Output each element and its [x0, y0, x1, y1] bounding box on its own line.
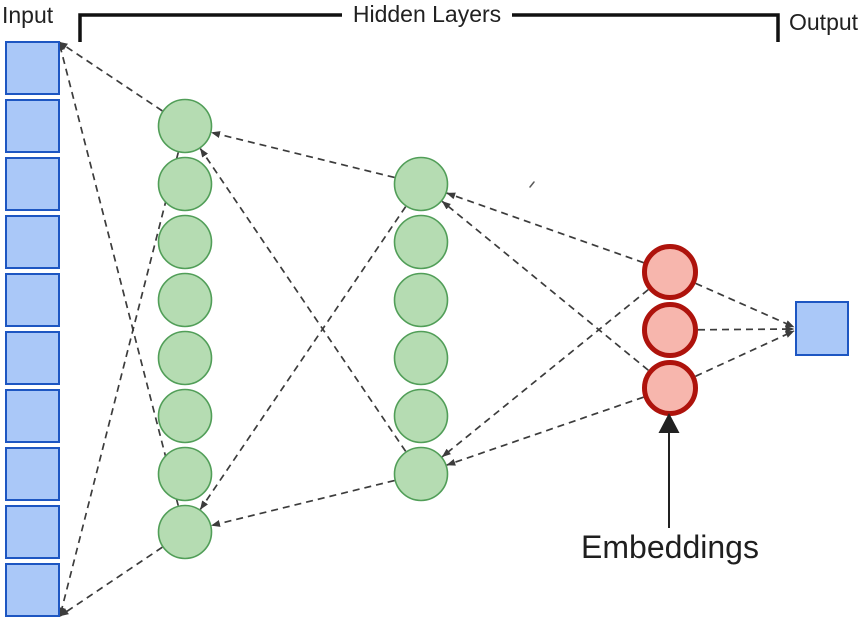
- input_squares-layer: [5, 41, 60, 617]
- embedding-node: [642, 360, 698, 416]
- input-label: Input: [2, 2, 54, 28]
- connection-edge: [58, 152, 180, 617]
- hidden-node: [157, 272, 213, 328]
- hidden-node: [393, 272, 449, 328]
- hidden-node: [157, 388, 213, 444]
- connection-edge: [695, 330, 795, 378]
- connection-edge: [199, 206, 407, 510]
- embeddings-arrow: [658, 413, 680, 528]
- hidden-node: [157, 446, 213, 502]
- hidden-node: [157, 330, 213, 386]
- hidden-node: [393, 446, 449, 502]
- input-node: [5, 99, 60, 153]
- embedding-node: [642, 244, 698, 300]
- connection-edge: [59, 546, 163, 617]
- embeddings-arrowhead-icon: [658, 413, 680, 433]
- connection-edge: [199, 148, 407, 452]
- output-node: [795, 301, 849, 356]
- embeddings-layer: [642, 244, 698, 416]
- connection-edge: [211, 479, 395, 527]
- connection-edge: [695, 282, 795, 328]
- connection-edge: [441, 200, 649, 371]
- connection-edge: [441, 288, 649, 458]
- input-node: [5, 331, 60, 385]
- stray-mark: [529, 181, 535, 188]
- embedding-node: [642, 302, 698, 358]
- hidden1-layer: [157, 98, 213, 560]
- connection-edge: [446, 396, 644, 466]
- hidden2-layer: [393, 156, 449, 502]
- input-node: [5, 563, 60, 617]
- hidden-node: [393, 156, 449, 212]
- hidden-node: [157, 156, 213, 212]
- input-node: [5, 157, 60, 211]
- hidden-node: [157, 98, 213, 154]
- input-node: [5, 505, 60, 559]
- input-node: [5, 273, 60, 327]
- connection-edge: [211, 131, 395, 179]
- hidden-layers-label: Hidden Layers: [342, 1, 512, 28]
- output_square-layer: [795, 301, 849, 356]
- hidden-node: [157, 504, 213, 560]
- embeddings-label: Embeddings: [581, 529, 759, 565]
- input-node: [5, 447, 60, 501]
- hidden-node: [157, 214, 213, 270]
- connection-edge: [57, 41, 180, 506]
- hidden-node: [393, 330, 449, 386]
- connection-edge: [58, 41, 163, 112]
- output-label: Output: [789, 9, 859, 35]
- input-node: [5, 389, 60, 443]
- input-node: [5, 215, 60, 269]
- hidden-node: [393, 388, 449, 444]
- hidden-node: [393, 214, 449, 270]
- connection-edge: [446, 192, 644, 264]
- input-node: [5, 41, 60, 95]
- connection-edge: [697, 325, 795, 333]
